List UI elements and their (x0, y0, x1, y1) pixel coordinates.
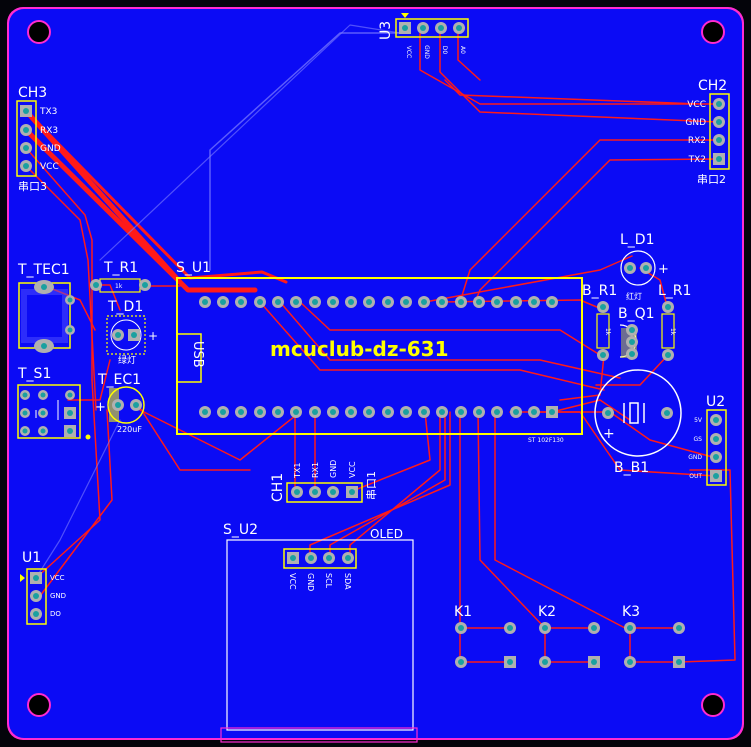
ch3-pin-1: TX3 (39, 107, 57, 117)
l-r1: 1k L_R1 (658, 283, 691, 361)
k3-switch: K3 (622, 604, 685, 668)
ch2-ref: CH2 (698, 78, 727, 94)
t-r1: 1k T_R1 (90, 260, 151, 293)
t-r1-ref: T_R1 (103, 260, 138, 276)
s-u2-oled: S_U2 OLED VCC GND SCL SDA (220, 522, 418, 743)
ch2-header: CH2 VCC GND RX2 TX2 串口2 (685, 78, 730, 186)
u3-header: U3 VCC GND D0 A0 (378, 13, 469, 59)
b-b1-ref: B_B1 (614, 460, 649, 476)
l-r1-ref: L_R1 (658, 283, 691, 299)
k2-switch: K2 (538, 604, 600, 668)
t-s1: T_S1 (17, 366, 91, 440)
ch2-pin-3: RX2 (688, 136, 706, 146)
k2-ref: K2 (538, 604, 556, 620)
ch3-header: CH3 TX3 RX3 GND VCC 串口3 (16, 85, 61, 193)
ch1-header: CH1 TX1 RX1 GND VCC 串口1 (270, 460, 378, 503)
ch3-ref: CH3 (18, 85, 47, 101)
t-tec1-ref: T_TEC1 (17, 262, 70, 278)
u3-pin-2: GND (423, 45, 430, 59)
ch1-pin-1: TX1 (293, 463, 302, 479)
s-u2-pin-4: SDA (343, 573, 352, 590)
t-ec1-ref: T_EC1 (97, 372, 141, 388)
s-u2-pin-1: VCC (288, 573, 297, 590)
s-u2-ref: S_U2 (223, 522, 258, 538)
l-r1-value: 1k (669, 328, 676, 336)
b-q1: B_Q1 (618, 306, 655, 360)
b-r1-ref: B_R1 (582, 283, 617, 299)
t-d1-plus: + (148, 329, 158, 343)
k1-switch: K1 (454, 604, 516, 668)
u1-pin-2: GND (50, 592, 66, 600)
l-d1-ref: L_D1 (620, 232, 655, 248)
u1-pin-1: VCC (50, 574, 65, 582)
t-ec1-plus: + (95, 400, 106, 415)
usb-label: USB (190, 341, 205, 368)
t-ec1-value: 220uF (117, 425, 142, 434)
l-d1-plus: + (658, 262, 669, 277)
u3-pin-4: A0 (459, 46, 466, 54)
u2-ref: U2 (706, 394, 725, 410)
u3-ref: U3 (378, 21, 394, 40)
b-b1-plus: + (603, 426, 615, 442)
b-b1: + B_B1 (594, 369, 682, 476)
u1-header: U1 VCC GND DO (20, 550, 66, 625)
ch2-pin-1: VCC (687, 100, 706, 110)
u2-pin-1: 5V (694, 417, 703, 424)
traces (23, 24, 736, 663)
ch2-pin-2: GND (685, 118, 706, 128)
b-q1-ref: B_Q1 (618, 306, 655, 322)
b-r1: 1k B_R1 (582, 283, 617, 361)
ch3-pin-4: VCC (40, 162, 59, 172)
k1-ref: K1 (454, 604, 472, 620)
u2-pin-2: GS (694, 436, 703, 443)
u2-header: U2 5V GS GND OUT (688, 394, 727, 486)
k3-ref: K3 (622, 604, 640, 620)
u2-pin-3: GND (688, 454, 702, 461)
u3-pin-1: VCC (405, 46, 412, 58)
copper-pour (9, 9, 742, 738)
t-d1: T_D1 + 绿灯 (106, 299, 158, 366)
ch1-sub: 串口1 (365, 471, 378, 500)
ch1-pin-2: RX1 (311, 462, 320, 478)
s-u2-title: OLED (370, 527, 403, 541)
s-u2-pin-3: SCL (324, 573, 333, 589)
l-d1: L_D1 + 红灯 (620, 232, 669, 301)
t-r1-value: 1k (115, 283, 123, 290)
ch3-pin-3: GND (40, 144, 61, 154)
b-r1-value: 1k (604, 328, 611, 336)
s-u1-ref: S_U1 (176, 260, 211, 276)
u2-pin-4: OUT (689, 473, 702, 480)
t-d1-ref: T_D1 (107, 299, 143, 315)
u1-ref: U1 (22, 550, 41, 566)
board-title: mcuclub-dz-631 (270, 337, 449, 361)
t-s1-ref: T_S1 (17, 366, 51, 382)
u3-pin-3: D0 (441, 46, 448, 55)
ch2-sub: 串口2 (697, 173, 726, 186)
u1-pin-3: DO (50, 610, 61, 618)
ch2-pin-4: TX2 (688, 155, 706, 165)
ch3-pin-2: RX3 (40, 126, 58, 136)
t-ec1: T_EC1 + 220uF (95, 372, 145, 434)
s-u1-mcu: USB S_U1 mcuclub-dz-631 ST 102F130 (176, 260, 583, 444)
t-tec1: T_TEC1 (17, 262, 75, 353)
ch3-sub: 串口3 (18, 180, 47, 193)
ch1-pin-3: GND (329, 460, 338, 478)
ch1-ref: CH1 (270, 473, 286, 502)
t-d1-sub: 绿灯 (118, 354, 136, 366)
l-d1-sub: 红灯 (626, 291, 642, 301)
ch1-pin-4: VCC (348, 461, 357, 478)
s-u2-pin-2: GND (306, 573, 315, 591)
mcu-note: ST 102F130 (528, 437, 564, 444)
mounting-holes (27, 20, 725, 717)
